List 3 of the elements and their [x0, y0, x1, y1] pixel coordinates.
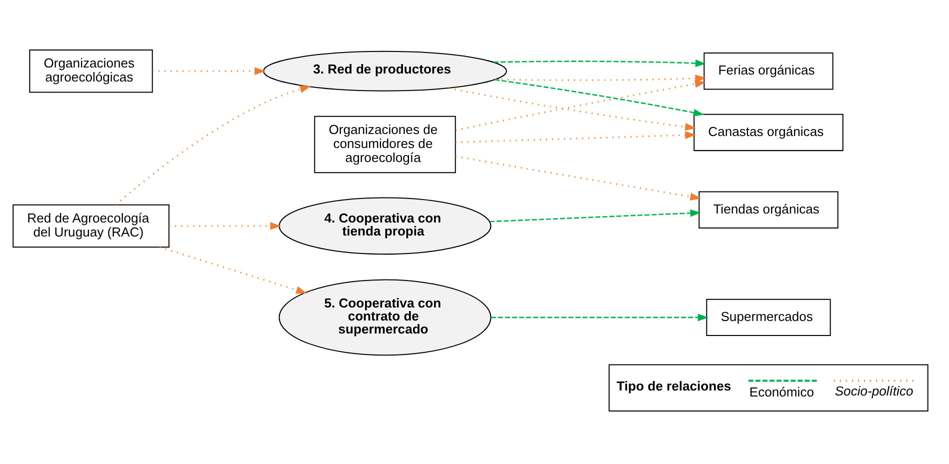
- legend-label: Socio-político: [834, 382, 914, 398]
- label: Tipo de relaciones: [616, 378, 732, 393]
- legend-label: Económico: [749, 384, 814, 399]
